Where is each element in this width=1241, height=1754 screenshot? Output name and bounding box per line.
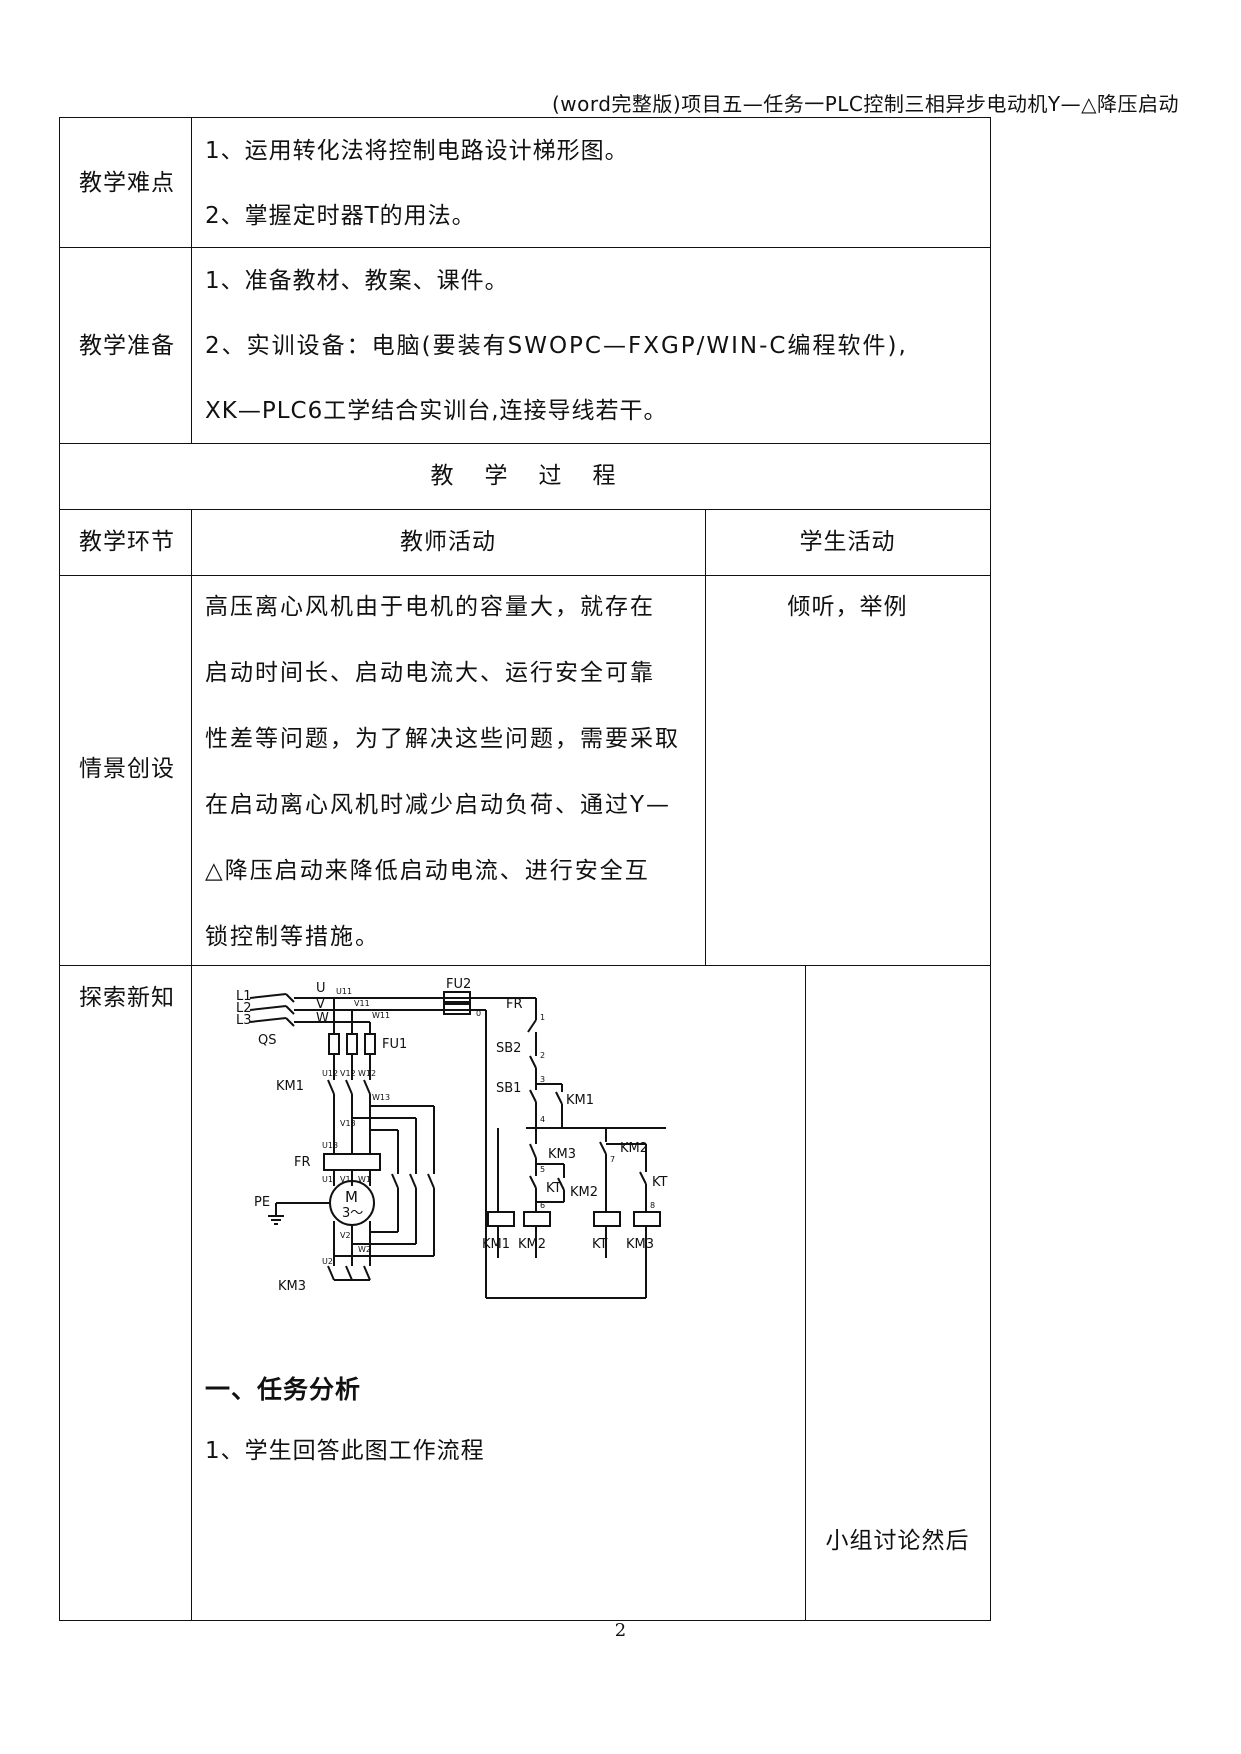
explore-student: 小组讨论然后 bbox=[825, 1528, 970, 1554]
svg-text:7: 7 bbox=[610, 1155, 615, 1164]
scenario-label: 情景创设 bbox=[79, 756, 175, 782]
svg-text:KM2: KM2 bbox=[518, 1237, 546, 1252]
scenario-line-6: 锁控制等措施。 bbox=[205, 924, 380, 950]
svg-text:KM3: KM3 bbox=[278, 1279, 306, 1294]
scenario-line-5: △降压启动来降低启动电流、进行安全互 bbox=[205, 858, 650, 884]
svg-text:PE: PE bbox=[254, 1195, 270, 1210]
difficulty-line-2: 2、掌握定时器T的用法。 bbox=[205, 203, 476, 229]
svg-text:KT: KT bbox=[652, 1175, 668, 1190]
svg-text:L3: L3 bbox=[236, 1013, 252, 1028]
svg-text:W13: W13 bbox=[372, 1093, 390, 1102]
svg-text:L1: L1 bbox=[236, 989, 252, 1004]
task-item-1: 1、学生回答此图工作流程 bbox=[205, 1438, 485, 1464]
scenario-student: 倾听，举例 bbox=[787, 594, 908, 620]
svg-text:3～: 3～ bbox=[342, 1206, 363, 1221]
column-teacher: 教师活动 bbox=[400, 529, 496, 555]
svg-text:KM2: KM2 bbox=[570, 1185, 598, 1200]
scenario-line-1: 高压离心风机由于电机的容量大，就存在 bbox=[205, 594, 655, 620]
svg-text:4: 4 bbox=[540, 1115, 545, 1124]
svg-text:FR: FR bbox=[506, 997, 523, 1012]
scenario-teacher-text: 高压离心风机由于电机的容量大，就存在 启动时间长、启动电流大、运行安全可靠 性差… bbox=[205, 574, 700, 970]
svg-text:M: M bbox=[345, 1188, 358, 1206]
scenario-line-3: 性差等问题，为了解决这些问题，需要采取 bbox=[205, 726, 680, 752]
svg-text:8: 8 bbox=[650, 1201, 655, 1210]
process-title: 教 学 过 程 bbox=[430, 463, 620, 489]
svg-text:KM3: KM3 bbox=[626, 1237, 654, 1252]
svg-text:W: W bbox=[316, 1011, 329, 1026]
svg-text:KM1: KM1 bbox=[566, 1093, 594, 1108]
svg-text:U12: U12 bbox=[322, 1069, 338, 1078]
svg-text:3: 3 bbox=[540, 1075, 545, 1084]
document-header: (word完整版)项目五—任务一PLC控制三相异步电动机Y—△降压启动 bbox=[551, 92, 1179, 116]
svg-text:V11: V11 bbox=[354, 999, 370, 1008]
preparation-line-3: XK—PLC6工学结合实训台,连接导线若干。 bbox=[205, 398, 668, 424]
svg-text:U11: U11 bbox=[336, 987, 352, 996]
svg-text:6: 6 bbox=[540, 1201, 545, 1210]
svg-text:5: 5 bbox=[540, 1165, 545, 1174]
svg-text:W1: W1 bbox=[358, 1175, 371, 1184]
svg-text:U: U bbox=[316, 981, 326, 996]
difficulty-line-1: 1、运用转化法将控制电路设计梯形图。 bbox=[205, 138, 629, 164]
svg-text:V13: V13 bbox=[340, 1119, 356, 1128]
svg-text:L2: L2 bbox=[236, 1001, 252, 1016]
svg-text:W2: W2 bbox=[358, 1245, 371, 1254]
difficulty-label: 教学难点 bbox=[79, 170, 175, 196]
svg-text:V1: V1 bbox=[340, 1175, 351, 1184]
column-student: 学生活动 bbox=[799, 529, 896, 555]
circuit-diagram: L1 L2 L3 U V W QS FU2 FU1 KM1 FR M 3～ PE… bbox=[236, 977, 668, 1299]
svg-text:KM2: KM2 bbox=[620, 1141, 648, 1156]
svg-text:KT: KT bbox=[592, 1237, 608, 1252]
preparation-line-1: 1、准备教材、教案、课件。 bbox=[205, 268, 509, 294]
svg-text:FU2: FU2 bbox=[446, 977, 471, 992]
svg-text:U1: U1 bbox=[322, 1175, 333, 1184]
svg-text:KT: KT bbox=[546, 1181, 562, 1196]
task-analysis-heading: 一、任务分析 bbox=[205, 1375, 362, 1404]
column-stage: 教学环节 bbox=[79, 529, 175, 555]
svg-text:1: 1 bbox=[540, 1013, 545, 1022]
svg-text:KM1: KM1 bbox=[276, 1079, 304, 1094]
svg-text:V: V bbox=[316, 997, 325, 1012]
svg-text:KM1: KM1 bbox=[482, 1237, 510, 1252]
svg-text:U13: U13 bbox=[322, 1141, 338, 1150]
svg-text:V12: V12 bbox=[340, 1069, 356, 1078]
svg-text:KM3: KM3 bbox=[548, 1147, 576, 1162]
svg-text:W12: W12 bbox=[358, 1069, 376, 1078]
page-number: 2 bbox=[614, 1620, 627, 1641]
svg-text:V2: V2 bbox=[340, 1231, 351, 1240]
svg-text:SB1: SB1 bbox=[496, 1081, 521, 1096]
svg-text:W11: W11 bbox=[372, 1011, 390, 1020]
preparation-label: 教学准备 bbox=[79, 333, 175, 359]
scenario-line-4: 在启动离心风机时减少启动负荷、通过Y— bbox=[205, 792, 672, 818]
svg-text:SB2: SB2 bbox=[496, 1041, 521, 1056]
svg-text:2: 2 bbox=[540, 1051, 545, 1060]
preparation-line-2: 2、实训设备：电脑(要装有SWOPC—FXGP/WIN-C编程软件), bbox=[205, 333, 908, 359]
svg-text:QS: QS bbox=[258, 1033, 276, 1048]
scenario-line-2: 启动时间长、启动电流大、运行安全可靠 bbox=[205, 660, 655, 686]
explore-label: 探索新知 bbox=[79, 985, 175, 1011]
svg-text:FU1: FU1 bbox=[382, 1037, 407, 1052]
svg-text:0: 0 bbox=[476, 1009, 481, 1018]
svg-text:U2: U2 bbox=[322, 1257, 333, 1266]
svg-text:FR: FR bbox=[294, 1155, 311, 1170]
